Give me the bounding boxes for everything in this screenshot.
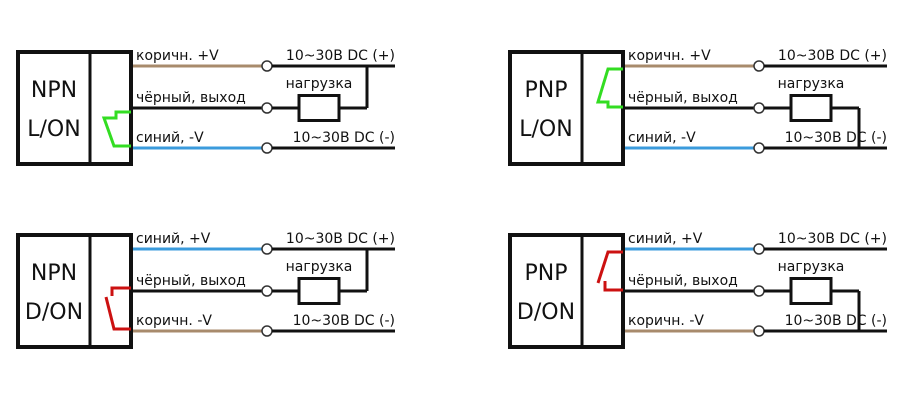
supply-plus-label: 10~30В DC (+)	[778, 48, 887, 64]
terminal	[261, 60, 273, 72]
supply-minus-label: 10~30В DC (-)	[293, 313, 395, 329]
load-label: нагрузка	[778, 76, 845, 92]
sensor-type-label: PNP	[525, 78, 568, 103]
wire-label: коричн. +V	[136, 48, 219, 64]
wire-label: синий, -V	[136, 130, 204, 146]
load-resistor	[297, 277, 341, 305]
sensor-mode-label: L/ON	[519, 117, 572, 142]
panel-pnp-lon: PNP L/ON коричн. +V чёрный, выход синий, -V 1…	[508, 48, 887, 166]
sensor-mode-label: L/ON	[27, 117, 80, 142]
load-label: нагрузка	[286, 259, 353, 275]
wire-label: коричн. -V	[136, 313, 212, 329]
switch-closed-icon	[595, 67, 623, 109]
terminal	[753, 285, 765, 297]
supply-minus-label: 10~30В DC (-)	[293, 130, 395, 146]
wire-label: синий, -V	[628, 130, 696, 146]
supply-plus-label: 10~30В DC (+)	[778, 231, 887, 247]
load-resistor	[789, 94, 833, 122]
supply-minus-label: 10~30В DC (-)	[785, 313, 887, 329]
switch-arm-icon	[104, 296, 131, 331]
wire-label: чёрный, выход	[136, 90, 246, 106]
terminal	[753, 102, 765, 114]
terminal	[753, 60, 765, 72]
wire-label: чёрный, выход	[628, 90, 738, 106]
panel-npn-don: NPN D/ON синий, +V чёрный, выход коричн. -V 1…	[16, 231, 395, 349]
switch-contact-icon	[603, 281, 623, 292]
terminal	[261, 243, 273, 255]
wire-label: синий, +V	[136, 231, 211, 247]
sensor-body	[508, 50, 625, 166]
supply-plus-label: 10~30В DC (+)	[286, 48, 395, 64]
wire-label: синий, +V	[628, 231, 703, 247]
sensor-type-label: NPN	[31, 261, 77, 286]
wire-label: чёрный, выход	[136, 273, 246, 289]
switch-contact-icon	[110, 286, 131, 296]
supply-plus-label: 10~30В DC (+)	[286, 231, 395, 247]
terminal	[753, 243, 765, 255]
sensor-type-label: NPN	[31, 78, 77, 103]
wire-label: чёрный, выход	[628, 273, 738, 289]
sensor-mode-label: D/ON	[25, 300, 83, 325]
terminal	[753, 325, 765, 337]
sensor-mode-label: D/ON	[517, 300, 575, 325]
terminal	[261, 102, 273, 114]
supply-minus-label: 10~30В DC (-)	[785, 130, 887, 146]
sensor-body	[16, 50, 133, 166]
load-resistor	[789, 277, 833, 305]
wire-label: коричн. +V	[628, 48, 711, 64]
load-label: нагрузка	[286, 76, 353, 92]
load-label: нагрузка	[778, 259, 845, 275]
switch-arm-icon	[596, 250, 623, 284]
panel-pnp-don: PNP D/ON синий, +V чёрный, выход коричн. -V 1…	[508, 231, 887, 349]
terminal	[753, 142, 765, 154]
switch-closed-icon	[101, 110, 131, 148]
terminal	[261, 285, 273, 297]
panel-npn-lon: NPN L/ON коричн. +V чёрный, выход синий, -V 1…	[16, 48, 395, 166]
sensor-type-label: PNP	[525, 261, 568, 286]
terminal	[261, 142, 273, 154]
wire-label: коричн. -V	[628, 313, 704, 329]
terminal	[261, 325, 273, 337]
load-resistor	[297, 94, 341, 122]
